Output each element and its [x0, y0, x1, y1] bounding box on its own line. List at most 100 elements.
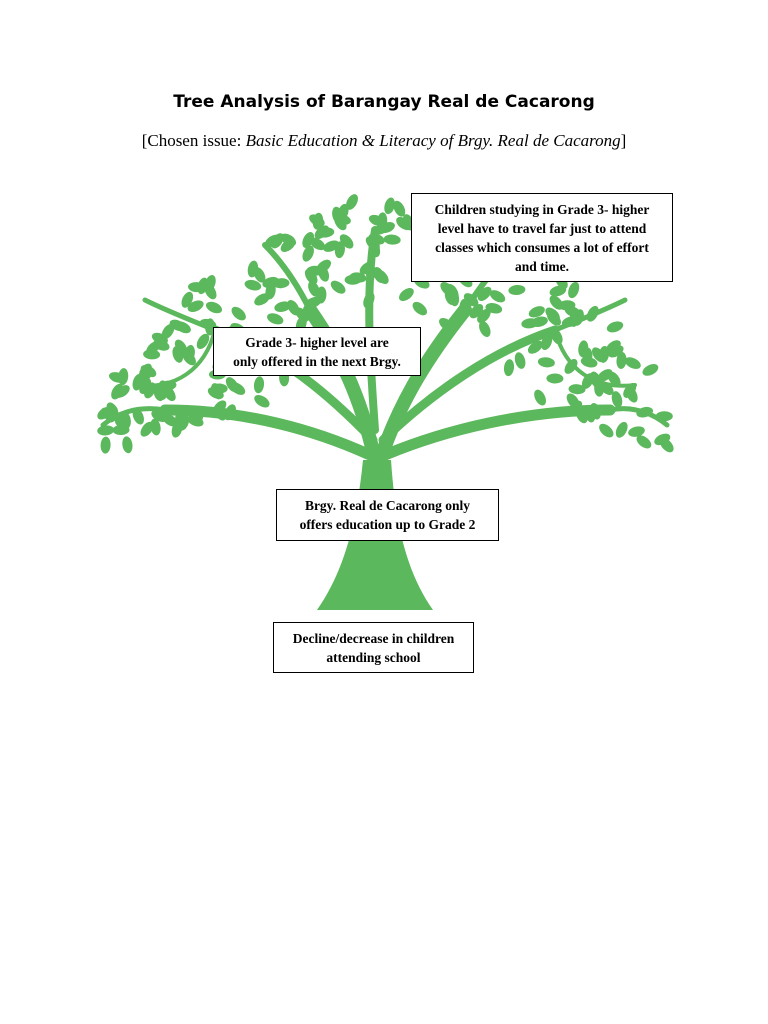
tree-leaf — [151, 332, 168, 345]
tree-branch — [379, 404, 616, 461]
tree-leaf — [623, 383, 637, 398]
tree-leaf — [489, 290, 506, 303]
tree-leaf — [508, 284, 526, 296]
tree-leaf — [187, 300, 204, 312]
tree-leaf — [144, 382, 156, 399]
tree-leaf — [541, 333, 553, 351]
tree-leaf — [225, 377, 239, 393]
tree-leaf — [188, 282, 205, 293]
tree-leaf — [122, 436, 133, 454]
branches-cause-text: Grade 3- higher level are only offered i… — [233, 334, 401, 369]
tree-leaf — [158, 380, 169, 398]
tree-leaf — [578, 340, 589, 358]
tree-leaf — [439, 318, 454, 331]
tree-leaf — [628, 426, 645, 437]
tree-leaf — [660, 438, 674, 453]
tree-leaf — [396, 216, 411, 231]
tree-leaf — [590, 403, 601, 420]
subtitle-suffix: ] — [620, 131, 627, 150]
tree-leaf — [182, 350, 196, 366]
tree-leaf — [253, 376, 265, 394]
tree-leaf — [393, 200, 406, 217]
tree-leaf — [616, 352, 627, 369]
tree-leaf — [271, 233, 284, 249]
tree-branch — [159, 404, 376, 461]
branches-cause-box: Grade 3- higher level are only offered i… — [213, 327, 421, 376]
tree-leaf — [253, 266, 266, 283]
tree-leaf — [309, 237, 326, 251]
tree-leaf — [114, 415, 128, 431]
tree-leaf — [537, 357, 555, 368]
tree-leaf — [581, 373, 594, 389]
tree-leaf — [605, 340, 621, 354]
tree-branch — [100, 406, 168, 428]
tree-leaf — [547, 311, 561, 326]
tree-leaf — [459, 298, 470, 316]
tree-leaf — [503, 359, 515, 377]
tree-leaf — [254, 394, 270, 408]
tree-leaf — [377, 212, 388, 230]
tree-leaf — [178, 414, 190, 431]
tree-leaf — [412, 301, 428, 316]
tree-leaf — [114, 385, 130, 398]
tree-leaf — [323, 240, 340, 252]
tree-leaf — [445, 283, 459, 300]
tree-leaf — [274, 301, 292, 312]
tree-leaf — [267, 313, 284, 325]
tree-leaf — [636, 435, 652, 449]
tree-leaf — [254, 293, 270, 306]
tree-leaf — [231, 306, 246, 321]
tree-leaf — [287, 299, 300, 316]
tree-leaf — [204, 283, 217, 300]
tree-leaf — [196, 333, 210, 350]
tree-branch — [262, 242, 313, 313]
tree-leaf — [161, 323, 175, 340]
tree-leaf — [304, 269, 318, 285]
tree-leaf — [606, 321, 624, 333]
tree-leaf — [527, 340, 543, 354]
tree-leaf — [531, 316, 548, 327]
tree-leaf — [383, 234, 401, 245]
tree-leaf — [309, 214, 325, 227]
tree-leaf — [210, 383, 228, 394]
tree-leaf — [334, 214, 347, 231]
tree-leaf — [550, 328, 563, 345]
tree-leaf — [655, 411, 673, 422]
tree-leaf — [368, 233, 385, 245]
tree-leaf — [192, 408, 204, 426]
tree-leaf — [564, 305, 581, 318]
tree-leaf — [100, 436, 111, 454]
tree-leaf — [599, 423, 614, 438]
tree-leaf — [477, 286, 492, 301]
tree-leaf — [199, 318, 217, 330]
roots-effect-text: Decline/decrease in children attending s… — [292, 630, 455, 665]
tree-leaf — [568, 400, 583, 416]
tree-leaf — [592, 347, 605, 363]
tree-leaf — [224, 404, 236, 421]
leaves-effect-text: Children studying in Grade 3- higher lev… — [434, 201, 650, 274]
tree-leaf — [181, 291, 194, 308]
tree-leaf — [244, 279, 262, 291]
tree-leaf — [546, 373, 564, 384]
tree-leaf — [564, 358, 578, 374]
tree-leaf — [514, 352, 526, 369]
tree-leaf — [373, 267, 385, 283]
tree-leaf — [213, 405, 227, 421]
tree-leaf — [344, 274, 362, 285]
tree-leaf — [330, 280, 346, 294]
chosen-issue-text: Basic Education & Literacy of Brgy. Real… — [245, 131, 621, 150]
tree-branch — [378, 325, 560, 445]
tree-leaf — [143, 349, 161, 360]
tree-leaf — [302, 245, 314, 262]
tree-leaf — [399, 287, 414, 302]
tree-leaf — [624, 357, 641, 369]
tree-leaf — [108, 372, 126, 383]
tree-leaf — [308, 280, 320, 297]
page-title: Tree Analysis of Barangay Real de Cacaro… — [173, 92, 595, 112]
tree-leaf — [205, 301, 223, 314]
tree-leaf — [611, 391, 623, 408]
subtitle-prefix: [Chosen issue: — [141, 131, 246, 150]
tree-leaf — [642, 364, 659, 376]
leaves-effect-box: Children studying in Grade 3- higher lev… — [411, 193, 673, 282]
chosen-issue-line: [Chosen issue: Basic Education & Literac… — [0, 131, 768, 151]
